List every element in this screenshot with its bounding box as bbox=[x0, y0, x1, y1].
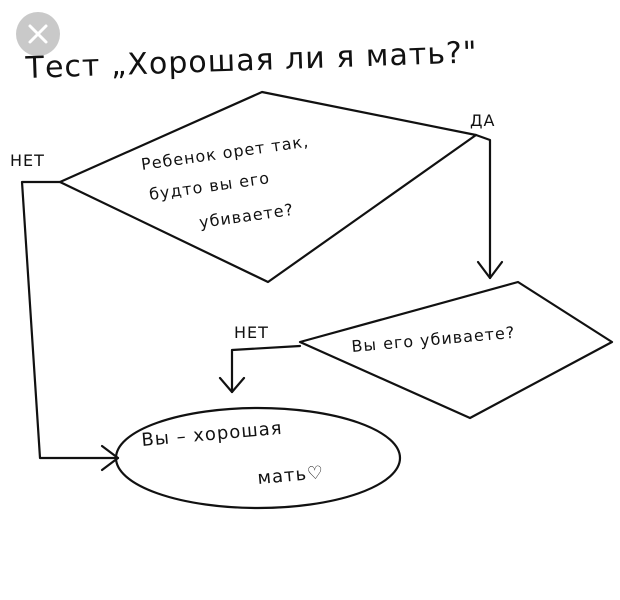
connector-d2-no bbox=[230, 344, 302, 394]
label-d2-no: НЕТ bbox=[234, 323, 269, 342]
terminal-line-2: мать♡ bbox=[257, 462, 325, 489]
decision-1-line-3: убиваете? bbox=[198, 200, 295, 232]
arrowhead-d1-yes bbox=[476, 260, 504, 280]
decision-1-line-1: Ребенок орет так, bbox=[140, 132, 310, 174]
diagram-title: Тест „Хорошая ли я мать?" bbox=[24, 35, 478, 86]
label-d1-yes: ДА bbox=[470, 111, 495, 130]
terminal-line-1: Вы – хорошая bbox=[141, 418, 284, 451]
label-d1-no: НЕТ bbox=[10, 151, 45, 170]
arrowhead-d2-no bbox=[218, 376, 246, 394]
arrowhead-d1-no bbox=[100, 444, 120, 472]
close-icon bbox=[28, 24, 48, 44]
decision-1-line-2: будто вы его bbox=[148, 168, 271, 204]
decision-2-shape bbox=[298, 280, 614, 420]
connector-d1-no bbox=[20, 180, 120, 460]
close-button[interactable] bbox=[16, 12, 60, 56]
connector-d1-yes bbox=[474, 133, 492, 280]
decision-2-text: Вы его убиваете? bbox=[351, 323, 516, 356]
